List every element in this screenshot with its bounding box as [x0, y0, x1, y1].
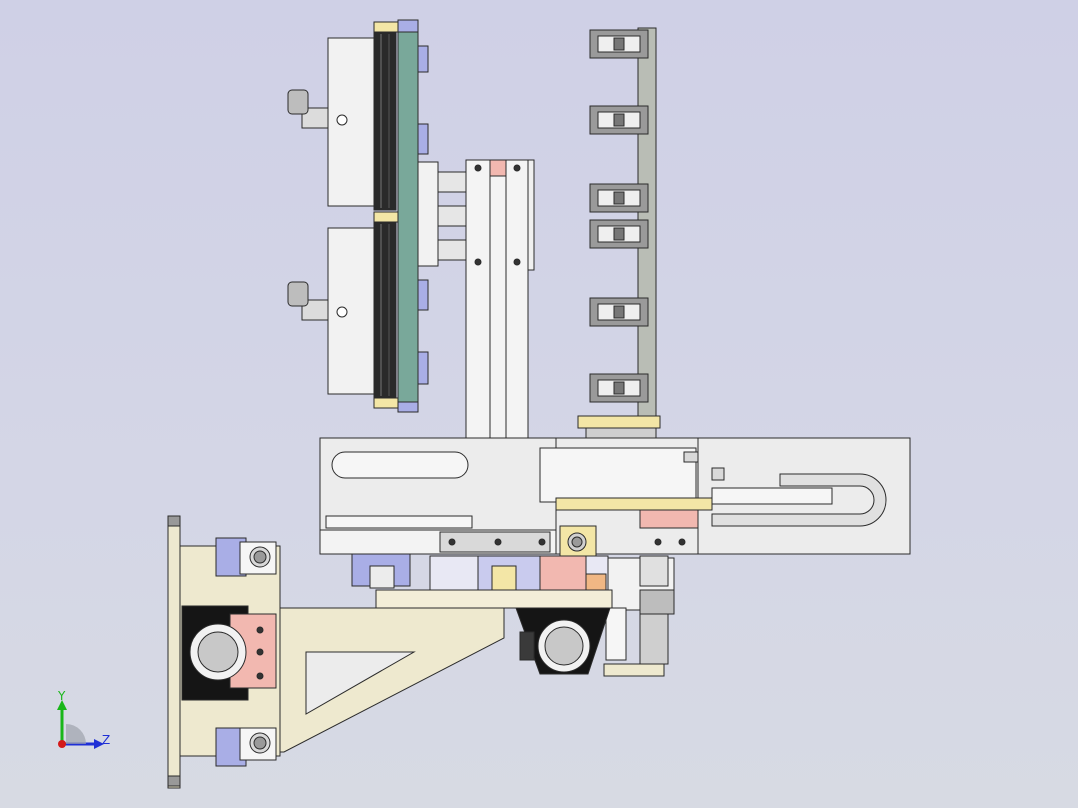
z-axis-arrowhead [94, 739, 104, 749]
gripper-block-upper [287, 31, 397, 211]
clamp-block-right [515, 607, 611, 675]
y-axis-label: Y [57, 689, 66, 703]
gripper-block-lower [287, 221, 397, 399]
servo-motor [539, 447, 697, 503]
rail-clamp-6 [589, 373, 649, 403]
vertical-rail-assembly [577, 27, 661, 441]
pillow-block-lower [215, 727, 277, 767]
x-axis-dot [58, 740, 66, 748]
rail-clamp-5 [589, 297, 649, 327]
linear-module [319, 437, 911, 557]
rail-clamp-1 [589, 29, 649, 59]
green-mount-plate [397, 31, 419, 403]
lower-carriage [351, 553, 675, 677]
roller-lower [373, 221, 397, 399]
y-axis-arrowhead [57, 700, 67, 710]
pneumatic-fitting-lower [301, 299, 329, 321]
bracket-arm [167, 515, 505, 789]
pneumatic-fitting-upper [301, 107, 329, 129]
coordinate-triad: Y Z [57, 689, 110, 749]
cylinder-rod [639, 613, 669, 665]
rail-clamp-4 [589, 219, 649, 249]
z-axis-label: Z [102, 733, 110, 747]
base-plate [167, 515, 181, 789]
cable-chain [711, 487, 833, 505]
gripper-assembly [287, 19, 429, 413]
pillow-block-upper [215, 537, 277, 577]
rail-base-plate [577, 415, 661, 429]
rail-clamp-3 [589, 183, 649, 213]
roller-upper [373, 31, 397, 211]
rail-clamp-2 [589, 105, 649, 135]
